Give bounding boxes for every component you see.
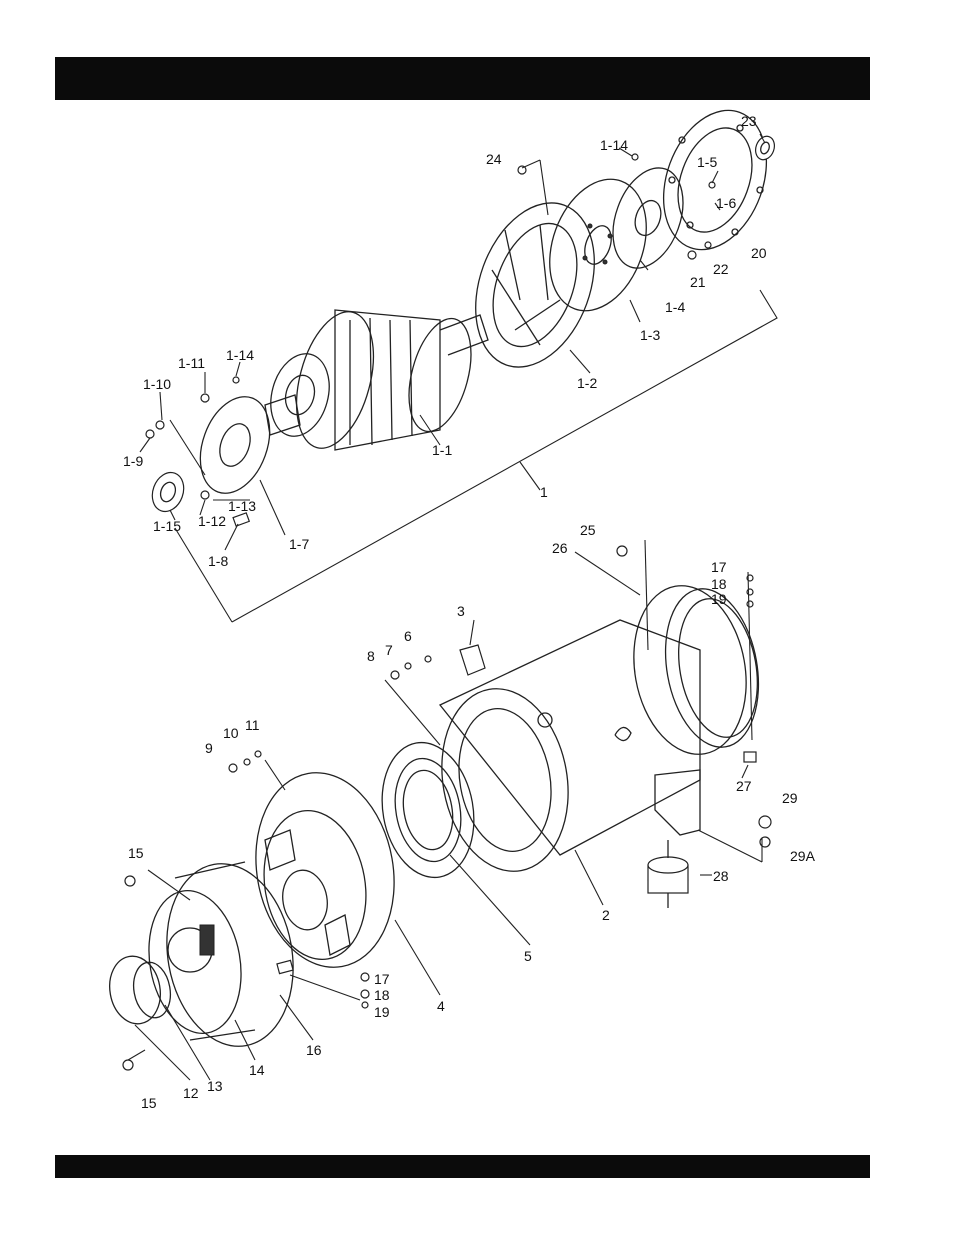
end-plate-20 — [645, 96, 784, 264]
assembly-1-leader — [520, 462, 540, 490]
bolt-6 — [425, 656, 431, 662]
callout-6: 6 — [404, 628, 412, 644]
washer-11 — [255, 751, 261, 757]
nut-1-11 — [201, 394, 209, 402]
key-1-14b — [233, 377, 239, 383]
clip-27 — [744, 752, 756, 762]
washer-19b — [362, 1002, 368, 1008]
callout-8: 8 — [367, 648, 375, 664]
callout-4: 4 — [437, 998, 445, 1014]
callout-1-9: 1-9 — [123, 453, 143, 469]
mount-28 — [648, 840, 688, 908]
washer-7 — [405, 663, 411, 669]
conduit-cap-3 — [460, 645, 485, 675]
varistor-1-8 — [233, 513, 249, 526]
latch-16 — [277, 960, 293, 973]
callout-29A: 29A — [790, 848, 816, 864]
nut-29 — [759, 816, 771, 828]
callout-18a: 18 — [711, 576, 727, 592]
callout-1-5: 1-5 — [697, 154, 717, 170]
washer-18b — [361, 990, 369, 998]
assembly-1-bracket-left — [175, 528, 232, 622]
callout-13: 13 — [207, 1078, 223, 1094]
callout-16: 16 — [306, 1042, 322, 1058]
callout-14: 14 — [249, 1062, 265, 1078]
bolt-15b — [123, 1060, 133, 1070]
callout-1: 1 — [540, 484, 548, 500]
callout-29: 29 — [782, 790, 798, 806]
bolt-9 — [229, 764, 237, 772]
callout-24: 24 — [486, 151, 502, 167]
callout-1-6: 1-6 — [716, 195, 736, 211]
callout-3: 3 — [457, 603, 465, 619]
washer-19a — [747, 601, 753, 607]
callout-5: 5 — [524, 948, 532, 964]
bolt-25 — [617, 546, 627, 556]
callout-1-2: 1-2 — [577, 375, 597, 391]
callout-1-14b: 1-14 — [226, 347, 254, 363]
callout-18b: 18 — [374, 987, 390, 1003]
washer-8 — [391, 671, 399, 679]
callout-1-12: 1-12 — [198, 513, 226, 529]
callout-23: 23 — [741, 113, 757, 129]
callout-15a: 15 — [128, 845, 144, 861]
diode-1-10 — [156, 421, 164, 429]
callout-1-14a: 1-14 — [600, 137, 628, 153]
callout-1-13: 1-13 — [228, 498, 256, 514]
callout-1-11: 1-11 — [178, 355, 205, 371]
callout-2: 2 — [602, 907, 610, 923]
callout-12: 12 — [183, 1085, 199, 1101]
callout-labels: 1-14 23 24 1-5 1-6 20 21 22 1-4 1-3 1-2 … — [123, 113, 816, 1111]
washer-22 — [705, 242, 711, 248]
callout-26: 26 — [552, 540, 568, 556]
callout-17b: 17 — [374, 971, 390, 987]
callout-28: 28 — [713, 868, 729, 884]
coupling-disc-1-4 — [600, 158, 696, 278]
bolt-15a — [125, 876, 135, 886]
callout-11: 11 — [245, 717, 260, 733]
callout-17a: 17 — [711, 559, 727, 575]
callout-9: 9 — [205, 740, 213, 756]
callout-22: 22 — [713, 261, 729, 277]
callout-1-3: 1-3 — [640, 327, 660, 343]
end-bell-26 — [654, 581, 770, 754]
bearing-23 — [752, 134, 777, 163]
fan-disc-1-3 — [532, 166, 663, 325]
screw-1-12 — [201, 491, 209, 499]
callout-15b: 15 — [141, 1095, 157, 1111]
callout-7: 7 — [385, 642, 393, 658]
callout-1-1: 1-1 — [432, 442, 452, 458]
rotor-core-1-1 — [262, 303, 488, 456]
bolt-17b — [361, 973, 369, 981]
callout-25: 25 — [580, 522, 596, 538]
callout-19a: 19 — [711, 591, 727, 607]
callout-20: 20 — [751, 245, 767, 261]
cover-14 — [138, 854, 307, 1057]
bolt-21 — [688, 251, 696, 259]
callout-1-15: 1-15 — [153, 518, 181, 534]
callout-27: 27 — [736, 778, 752, 794]
key-1-14 — [632, 154, 638, 160]
washer-10 — [244, 759, 250, 765]
fan-1-2 — [454, 186, 616, 383]
diode-1-9 — [146, 430, 154, 438]
callout-21: 21 — [690, 274, 706, 290]
callout-1-8: 1-8 — [208, 553, 228, 569]
callout-1-4: 1-4 — [665, 299, 685, 315]
callout-1-10: 1-10 — [143, 376, 171, 392]
callout-19b: 19 — [374, 1004, 390, 1020]
callout-10: 10 — [223, 725, 239, 741]
bearing-1-15 — [147, 468, 189, 516]
callout-1-7: 1-7 — [289, 536, 309, 552]
end-bracket-4 — [241, 762, 409, 979]
